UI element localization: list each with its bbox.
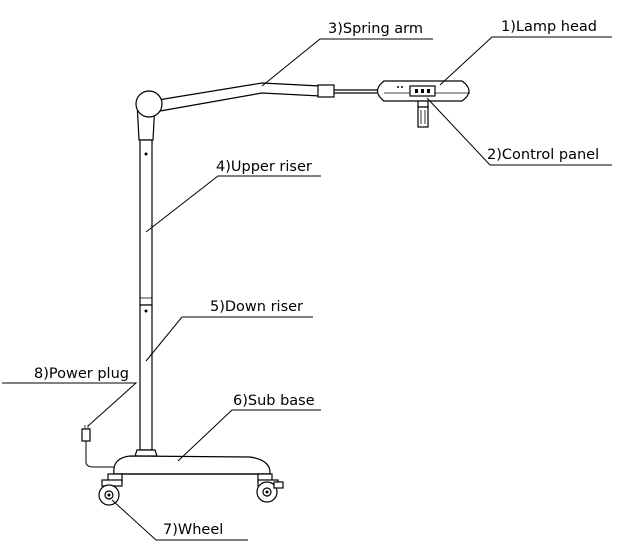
upper-riser <box>139 139 153 306</box>
label-down-riser: 5)Down riser <box>210 299 303 315</box>
label-wheel: 7)Wheel <box>163 522 223 538</box>
label-control-panel: 2)Control panel <box>487 147 599 163</box>
label-upper-riser: 4)Upper riser <box>216 159 312 175</box>
label-spring-arm: 3)Spring arm <box>328 21 423 37</box>
leader-lines <box>2 36 612 541</box>
power-plug <box>81 425 114 468</box>
label-power-plug: 8)Power plug <box>34 366 129 382</box>
label-sub-base: 6)Sub base <box>233 393 315 409</box>
wheel-right <box>256 479 284 503</box>
wheel-left <box>98 479 123 506</box>
sub-base <box>107 455 273 483</box>
down-riser <box>134 304 158 457</box>
lamp-drawing <box>81 80 470 506</box>
control-panel <box>409 85 436 128</box>
label-lamp-head: 1)Lamp head <box>501 19 597 35</box>
labels: 1)Lamp head 2)Control panel 3)Spring arm… <box>34 19 599 538</box>
arm-joint <box>135 90 163 141</box>
spring-arm <box>157 82 377 112</box>
